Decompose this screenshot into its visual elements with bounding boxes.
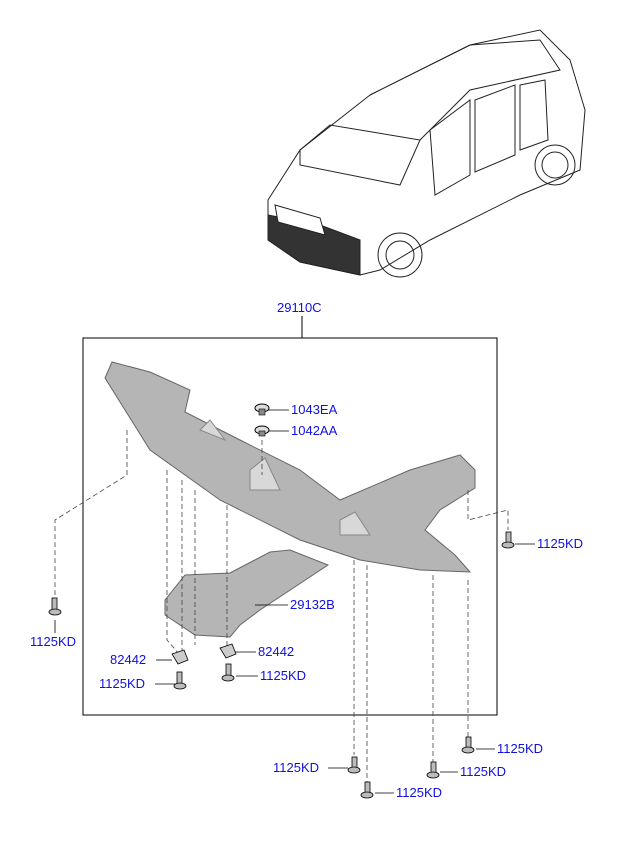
bolt-icon (360, 781, 374, 799)
bolt-icon (426, 761, 440, 779)
part-label-nut[interactable]: 82442 (258, 644, 295, 659)
part-label-nut[interactable]: 82442 (110, 652, 147, 667)
part-label-bolt[interactable]: 1125KD (396, 785, 443, 800)
part-label-side-cover[interactable]: 29132B (290, 597, 335, 612)
assembly-frame (82, 337, 498, 716)
under-cover-main-part (104, 361, 476, 573)
bolt-icon (221, 663, 235, 682)
side-cover-part (164, 549, 330, 638)
label-leader-lines (54, 409, 535, 794)
part-label-bolt[interactable]: 1125KD (99, 676, 146, 691)
bolt-icon (501, 531, 515, 549)
part-label-clip-upper[interactable]: 1043EA (291, 402, 338, 417)
part-label-clip-lower[interactable]: 1042AA (291, 423, 338, 438)
part-label-bolt[interactable]: 1125KD (260, 668, 307, 683)
part-label-bolt[interactable]: 1125KD (273, 760, 320, 775)
bolt-icon (347, 756, 361, 774)
bolt-icon (461, 736, 475, 754)
part-label-assembly[interactable]: 29110C (277, 300, 322, 315)
dashed-leader-lines (54, 430, 509, 785)
part-label-bolt[interactable]: 1125KD (460, 764, 507, 779)
vehicle-illustration (267, 29, 586, 278)
bolt-icon (173, 671, 187, 690)
part-label-bolt[interactable]: 1125KD (537, 536, 584, 551)
clip-icon (254, 403, 270, 416)
part-label-bolt[interactable]: 1125KD (497, 741, 544, 756)
bolt-icon (48, 597, 62, 616)
clip-icon (254, 425, 270, 437)
part-label-bolt[interactable]: 1125KD (30, 634, 77, 649)
nut-icon (219, 643, 237, 659)
nut-icon (171, 649, 189, 665)
